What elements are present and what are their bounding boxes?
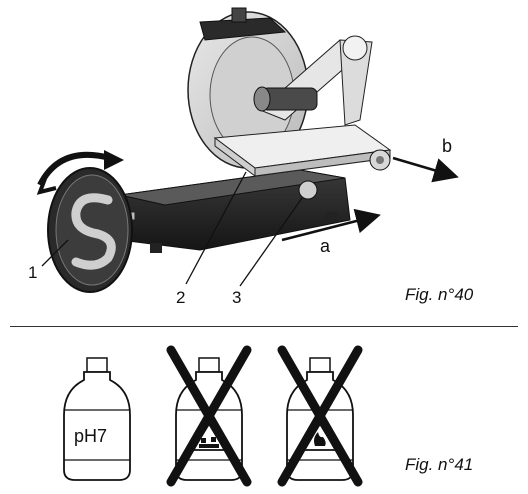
callout-1: 1 bbox=[28, 263, 37, 282]
figure-41-caption: Fig. n°41 bbox=[405, 455, 474, 474]
bottle-corrosive-crossed bbox=[166, 345, 252, 487]
figure-40-slicer-illustration: 1 2 3 a b bbox=[28, 7, 459, 307]
carriage-arm bbox=[253, 35, 373, 126]
direction-arrows bbox=[281, 156, 459, 242]
carriage-table bbox=[213, 124, 392, 200]
section-divider bbox=[10, 326, 518, 327]
arrow-label-b: b bbox=[442, 136, 452, 156]
prohibited-cross-icon bbox=[277, 345, 363, 487]
arrow-label-a: a bbox=[320, 236, 331, 256]
rotation-arrow-icon bbox=[104, 150, 124, 170]
callout-3: 3 bbox=[232, 288, 241, 307]
bottle-ph7: pH7 bbox=[63, 357, 131, 481]
figure-40-caption: Fig. n°40 bbox=[405, 285, 474, 304]
bottle-ph7-label: pH7 bbox=[74, 426, 107, 446]
callout-leaders bbox=[41, 171, 303, 287]
prohibited-cross-icon bbox=[166, 345, 252, 487]
bottle-flammable-crossed bbox=[277, 345, 363, 487]
handwheel bbox=[36, 150, 136, 293]
callout-2: 2 bbox=[176, 288, 185, 307]
s-logo-icon bbox=[71, 193, 116, 270]
slicer-base bbox=[119, 169, 351, 253]
